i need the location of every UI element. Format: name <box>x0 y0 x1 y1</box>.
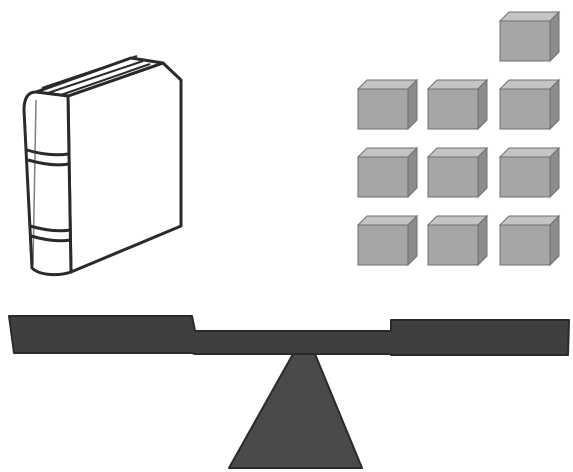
cube-icon <box>428 148 487 197</box>
cube-group <box>358 12 559 265</box>
cube-icon <box>428 216 487 265</box>
cube-icon <box>358 148 417 197</box>
cube-icon <box>428 80 487 129</box>
cube-icon <box>500 12 559 61</box>
cube-icon <box>500 148 559 197</box>
cube-icon <box>500 80 559 129</box>
cube-icon <box>358 80 417 129</box>
cube-icon <box>500 216 559 265</box>
balance-beam <box>9 316 569 355</box>
fulcrum-triangle <box>229 354 362 468</box>
book-icon <box>24 56 181 275</box>
cube-icon <box>358 216 417 265</box>
